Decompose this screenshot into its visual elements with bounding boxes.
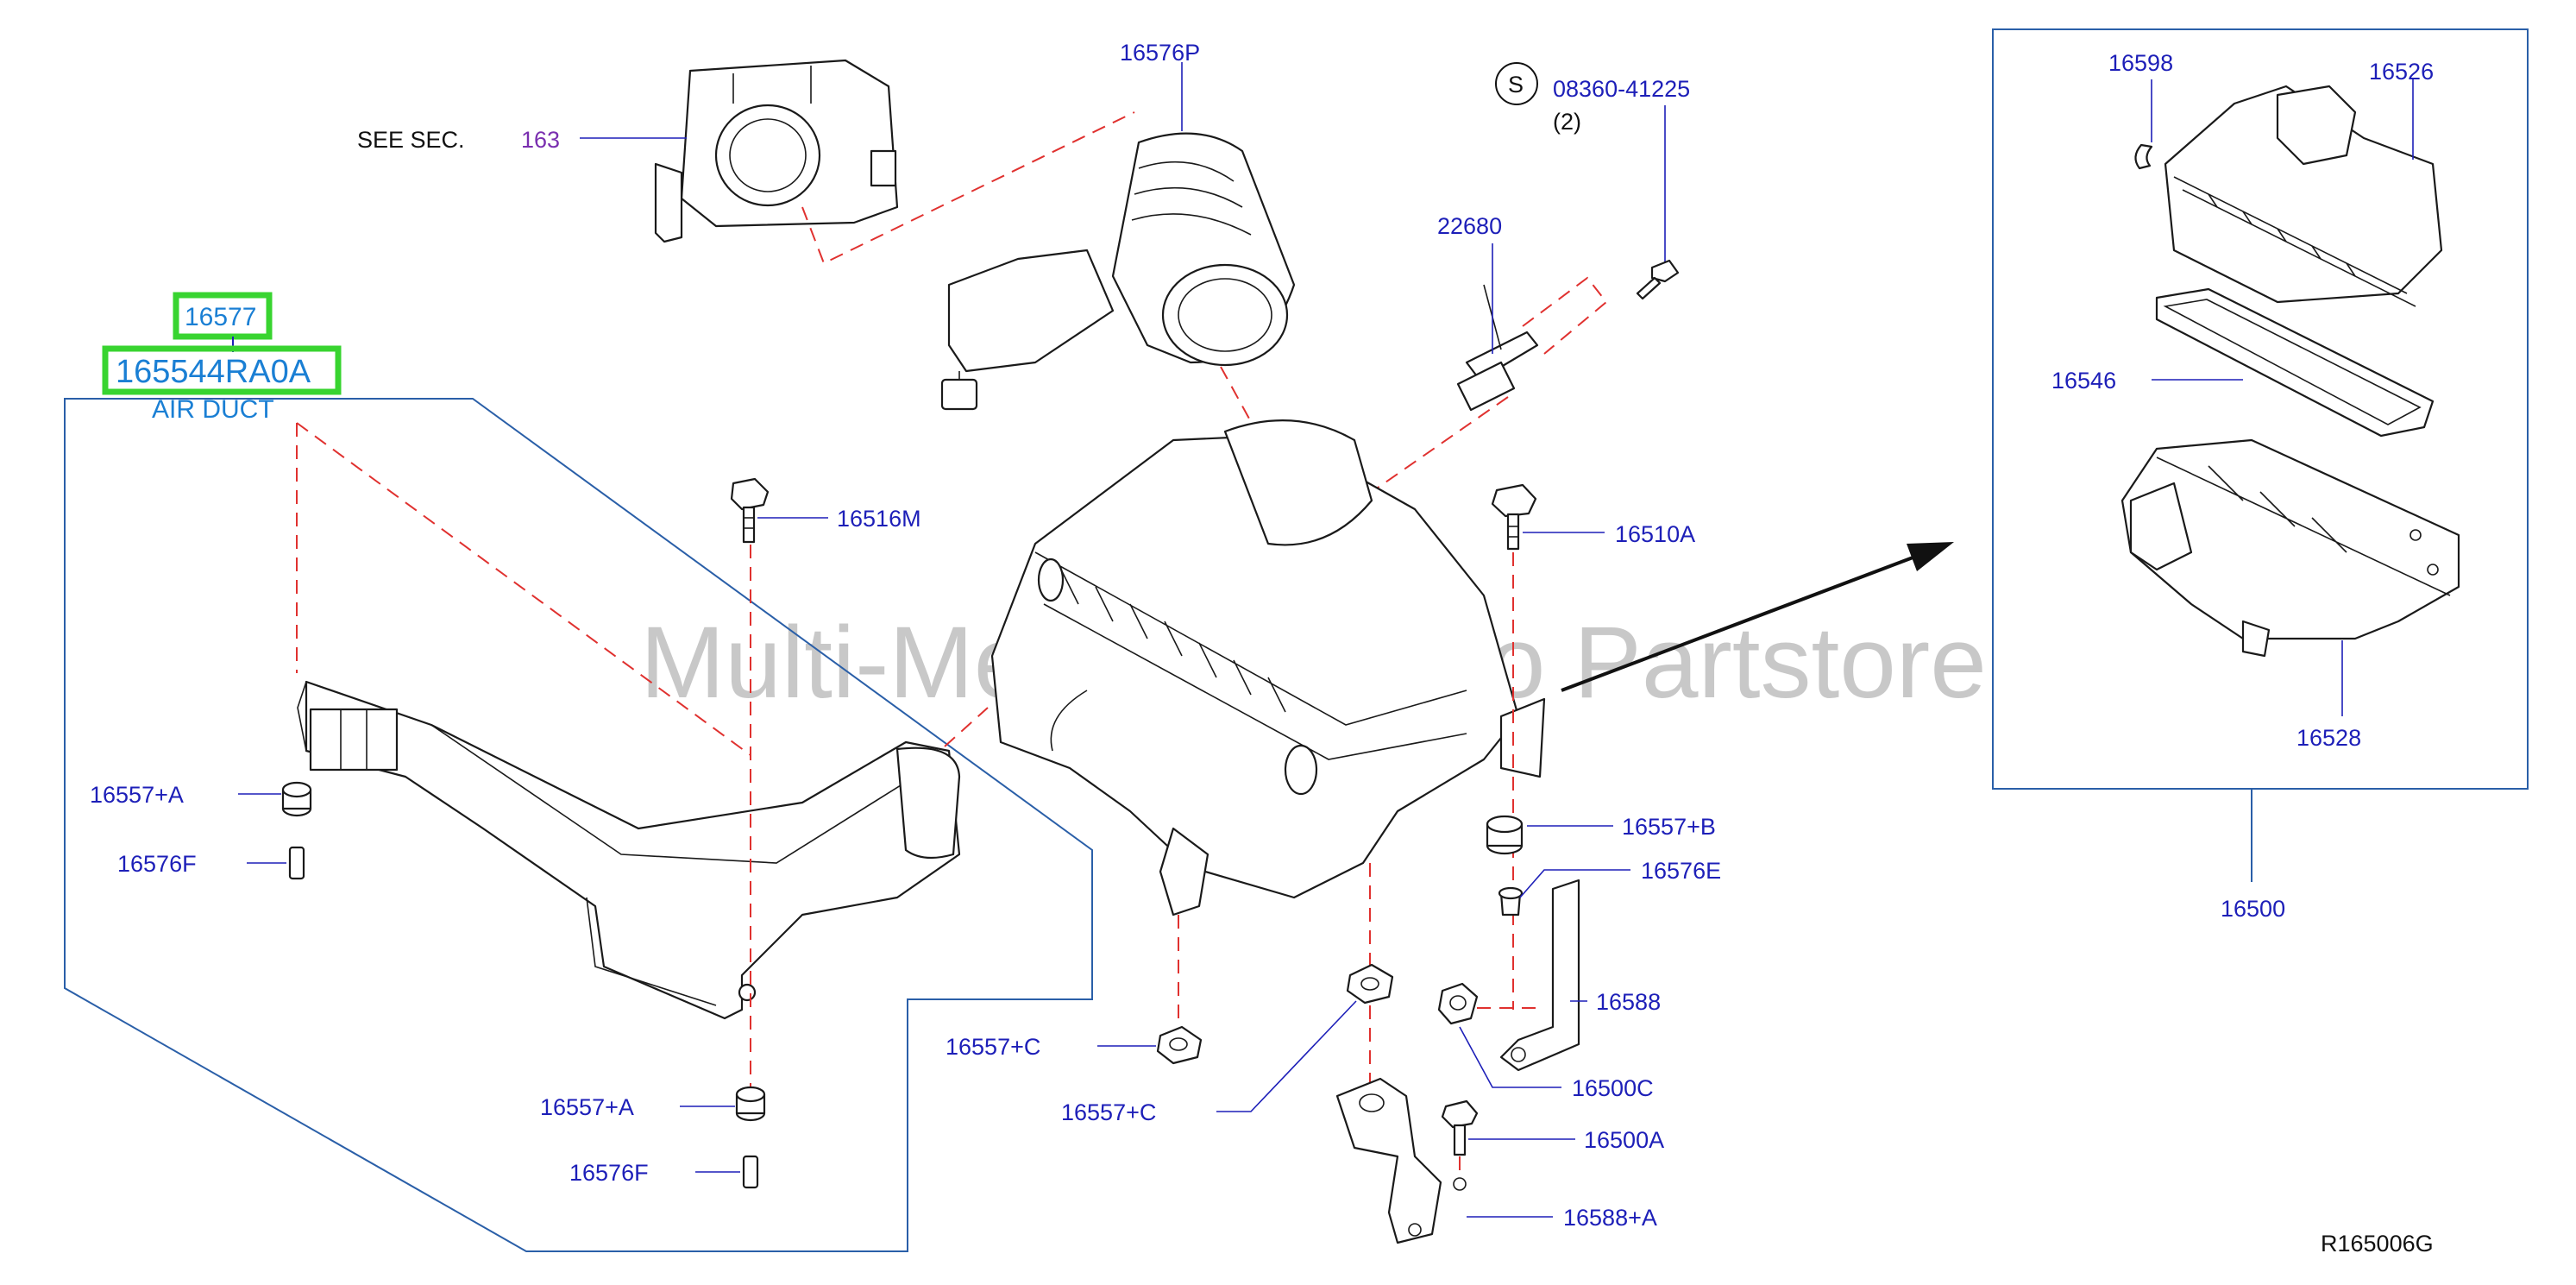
filter-element-16546[interactable]: [2155, 287, 2435, 438]
label-16588[interactable]: 16588: [1596, 989, 1661, 1015]
highlight-oem-number-box: [102, 345, 342, 395]
label-16588a[interactable]: 16588+A: [1563, 1205, 1657, 1231]
label-16576f-top[interactable]: 16576F: [117, 851, 197, 877]
label-16557c-left[interactable]: 16557+C: [946, 1034, 1040, 1060]
exploded-view-arrow: [1561, 542, 1954, 692]
clip-16598[interactable]: [2134, 143, 2153, 170]
label-16546[interactable]: 16546: [2051, 368, 2116, 394]
grommet-16557c-right[interactable]: [1346, 963, 1394, 1005]
highlight-description: AIR DUCT: [152, 395, 274, 424]
label-16557a-top[interactable]: 16557+A: [90, 782, 184, 808]
exploded-view-frame: [1992, 28, 2529, 790]
bolt-08360-41225[interactable]: [1636, 259, 1680, 300]
highlight-part-number-box: [173, 292, 273, 340]
label-16526[interactable]: 16526: [2369, 59, 2434, 85]
bracket-16588a[interactable]: [1335, 1077, 1467, 1244]
maf-sensor-22680[interactable]: [1456, 284, 1539, 412]
see-section-number[interactable]: 163: [521, 127, 560, 153]
label-16576e[interactable]: 16576E: [1641, 858, 1721, 884]
label-16516m[interactable]: 16516M: [837, 506, 921, 532]
grommet-16557b[interactable]: [1486, 815, 1524, 855]
bolt-16516m[interactable]: [730, 477, 770, 544]
intake-hose-part[interactable]: [940, 132, 1296, 411]
air-cleaner-assembly[interactable]: [990, 419, 1546, 917]
highlight-oem-number[interactable]: 165544RA0A: [116, 354, 311, 390]
label-16528[interactable]: 16528: [2296, 725, 2361, 751]
label-16557b[interactable]: 16557+B: [1622, 814, 1716, 840]
label-16598[interactable]: 16598: [2108, 50, 2173, 76]
upper-cover-16526[interactable]: [2164, 85, 2443, 307]
label-16500a[interactable]: 16500A: [1584, 1127, 1664, 1153]
label-16557a-bottom[interactable]: 16557+A: [540, 1094, 634, 1120]
bolt-quantity: (2): [1553, 109, 1581, 135]
grommet-16557a-top[interactable]: [281, 781, 312, 817]
diagram-code: R165006G: [2321, 1231, 2434, 1257]
label-16510a[interactable]: 16510A: [1615, 521, 1695, 547]
grommet-16557c-left[interactable]: [1156, 1025, 1203, 1065]
see-section-prefix: SEE SEC.: [357, 127, 465, 153]
throttle-body-part[interactable]: [654, 59, 899, 243]
label-08360-41225[interactable]: 08360-41225: [1553, 76, 1690, 102]
label-16576f-bottom[interactable]: 16576F: [569, 1160, 649, 1186]
bolt-16510a[interactable]: [1491, 483, 1537, 551]
label-16557c-right[interactable]: 16557+C: [1061, 1099, 1156, 1125]
nut-16500c[interactable]: [1437, 982, 1479, 1025]
label-16500c[interactable]: 16500C: [1572, 1075, 1654, 1101]
lower-case-16528[interactable]: [2120, 438, 2460, 658]
grommet-16557a-bottom[interactable]: [735, 1086, 766, 1122]
sleeve-16576f-bottom[interactable]: [742, 1155, 759, 1189]
air-duct-part[interactable]: [297, 680, 961, 1020]
highlight-part-number[interactable]: 16577: [185, 303, 256, 331]
service-symbol: S: [1508, 72, 1524, 98]
label-16576p[interactable]: 16576P: [1120, 40, 1200, 66]
service-symbol-circle: [1495, 62, 1538, 105]
sleeve-16576e[interactable]: [1498, 886, 1524, 917]
label-22680[interactable]: 22680: [1437, 213, 1502, 239]
bolt-16500a[interactable]: [1441, 1099, 1479, 1156]
sleeve-16576f-top[interactable]: [288, 846, 305, 880]
air-duct-group-frame: [64, 398, 1093, 1252]
bracket-16588[interactable]: [1499, 879, 1580, 1072]
label-16500[interactable]: 16500: [2221, 896, 2285, 922]
